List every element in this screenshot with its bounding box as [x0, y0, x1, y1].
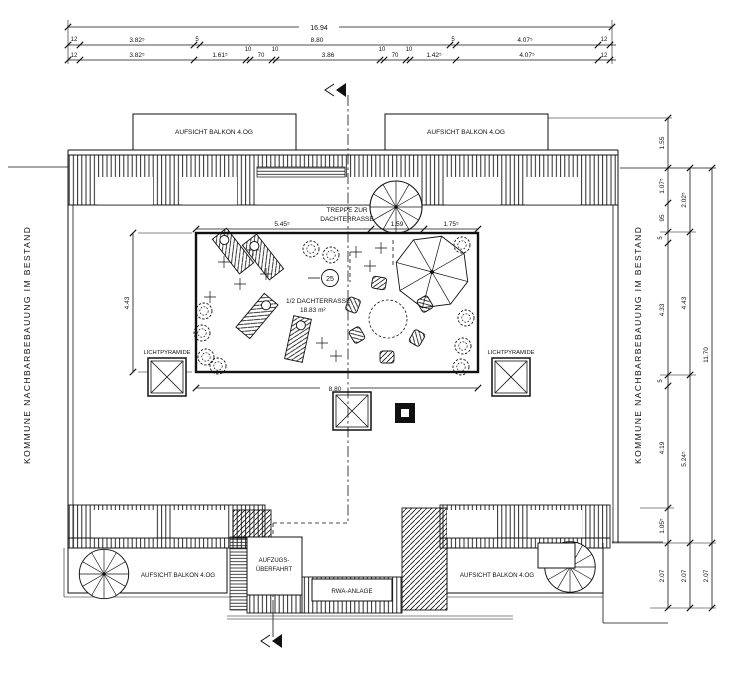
- dim-right-middle-1: 4.43: [681, 296, 688, 309]
- balcony-label: AUFSICHT BALKON 4.OG: [175, 129, 253, 136]
- dim-row3-9: 10: [406, 47, 413, 53]
- position-number: 25: [326, 276, 334, 283]
- roof-hatch-skylight: [332, 391, 372, 431]
- dim-right-inner-7: 1.05⁵: [659, 518, 666, 534]
- dim-right-middle-2: 5.24⁵: [681, 451, 688, 467]
- dim-right-inner-4: 4.33: [659, 303, 666, 316]
- stair-label-line1: TREPPE ZUR: [326, 207, 367, 214]
- dim-row2-2: 5: [195, 37, 199, 43]
- dim-terrace-top-1: 1.59: [391, 221, 404, 228]
- spiral-stair-bottom-left: [78, 548, 130, 600]
- stair-label-line2: DACHTERRASSE: [320, 216, 374, 223]
- dim-row2-6: 12: [601, 37, 608, 43]
- corner-hatch-block: [401, 507, 448, 611]
- chimney-marker: [395, 403, 415, 423]
- position-marker: 25: [308, 269, 339, 287]
- dim-row2-1: 3.82⁵: [129, 37, 145, 44]
- terrace-top-dimension: 5.45⁵ 1.59 1.75⁵: [192, 221, 482, 233]
- neighbor-text-left: KOMMUNE NACHBARBEBAUUNG IM BESTAND: [22, 226, 32, 464]
- dim-row3-11: 4.07⁵: [519, 52, 535, 59]
- dim-row3-6: 3.86: [322, 52, 335, 59]
- rwa-area: RWA-ANLAGE: [227, 507, 513, 620]
- terrace-label-line1: 1/2 DACHTERRASSE: [286, 298, 351, 305]
- round-table: [368, 299, 408, 339]
- light-pyramid-label: LICHTPYRAMIDE: [143, 350, 190, 356]
- balcony-label-box-top-left: AUFSICHT BALKON 4.OG: [132, 113, 297, 151]
- dim-row2-5: 4.07⁵: [517, 37, 533, 44]
- dim-terrace-bottom: 8.80: [329, 386, 342, 393]
- dim-right-inner-2: 95: [659, 214, 666, 222]
- dim-right-middle-3: 2.07: [681, 569, 688, 582]
- top-dimension-block: 16.94 12 3.82⁵ 5 8.80 5 4.07⁵ 12 12 3.82…: [64, 20, 616, 64]
- top-parapet-band: [256, 166, 346, 178]
- dim-right-outer-1: 2.07: [703, 569, 710, 582]
- dim-right-inner-6: 4.19: [659, 441, 666, 454]
- skylight-pyramid-left: LICHTPYRAMIDE: [143, 350, 191, 397]
- terrace-bottom-dimension: 8.80: [192, 382, 482, 393]
- light-pyramid-label: LICHTPYRAMIDE: [487, 350, 534, 356]
- dim-row3-7: 10: [379, 47, 386, 53]
- elevator-shaft: AUFZUGS- ÜBERFAHRT: [229, 509, 303, 611]
- dim-row3-8: 70: [392, 53, 399, 59]
- dim-terrace-top-2: 1.75⁵: [443, 221, 459, 228]
- dim-right-inner-5: 5: [658, 379, 664, 383]
- bottom-left-balcony: AUFSICHT BALKON 4.OG: [63, 504, 266, 600]
- elevator-label-line2: ÜBERFAHRT: [256, 566, 293, 573]
- balcony-label-box-top-right: AUFSICHT BALKON 4.OG: [384, 113, 549, 151]
- balcony-label: AUFSICHT BALKON 4.OG: [427, 129, 505, 136]
- dim-right-inner-3: 5: [658, 236, 664, 240]
- dim-row2-3: 8.80: [311, 37, 324, 44]
- dim-terrace-top-0: 5.45⁵: [274, 221, 290, 228]
- dim-right-middle-0: 2.02⁵: [681, 192, 688, 208]
- dim-row3-3: 10: [245, 47, 252, 53]
- dim-right-inner-1: 1.07⁵: [659, 178, 666, 194]
- dim-row2-4: 5: [451, 37, 455, 43]
- skylight-pyramid-right: LICHTPYRAMIDE: [487, 350, 535, 397]
- dim-row3-10: 1.42⁵: [426, 52, 442, 59]
- dim-right-inner-8: 2.07: [659, 569, 666, 582]
- neighbor-text-right: KOMMUNE NACHBARBEBAUUNG IM BESTAND: [633, 226, 643, 464]
- balcony-label: AUFSICHT BALKON 4.OG: [460, 572, 534, 579]
- dim-row3-1: 3.82⁵: [129, 52, 145, 59]
- balcony-label: AUFSICHT BALKON 4.OG: [141, 572, 215, 579]
- dim-row3-2: 1.61⁵: [212, 52, 228, 59]
- bottom-right-balcony: AUFSICHT BALKON 4.OG: [439, 504, 611, 598]
- dim-row3-0: 12: [71, 53, 78, 59]
- dim-right-inner-0: 1.55: [659, 136, 666, 149]
- dim-right-outer-0: 11.70: [703, 347, 710, 363]
- dim-row3-12: 12: [601, 53, 608, 59]
- rwa-label: RWA-ANLAGE: [331, 588, 372, 595]
- dim-total-width: 16.94: [310, 25, 328, 32]
- dim-terrace-left: 4.43: [124, 296, 131, 309]
- right-dimension-block: 1.55 1.07⁵ 95 5 4.33 5 4.19 1.05⁵ 2.07 2…: [548, 114, 716, 612]
- terrace-area-value: 18.83 m²: [300, 307, 326, 314]
- dim-row2-0: 12: [71, 37, 78, 43]
- terrace-furniture: 25 1/2 DACHTERRASSE 18.83 m²: [193, 227, 475, 376]
- stair-landing: [537, 542, 576, 569]
- parasol: [395, 235, 469, 309]
- elevator-label-line1: AUFZUGS-: [259, 558, 290, 564]
- dim-row3-4: 70: [258, 53, 265, 59]
- dim-row3-5: 10: [272, 47, 279, 53]
